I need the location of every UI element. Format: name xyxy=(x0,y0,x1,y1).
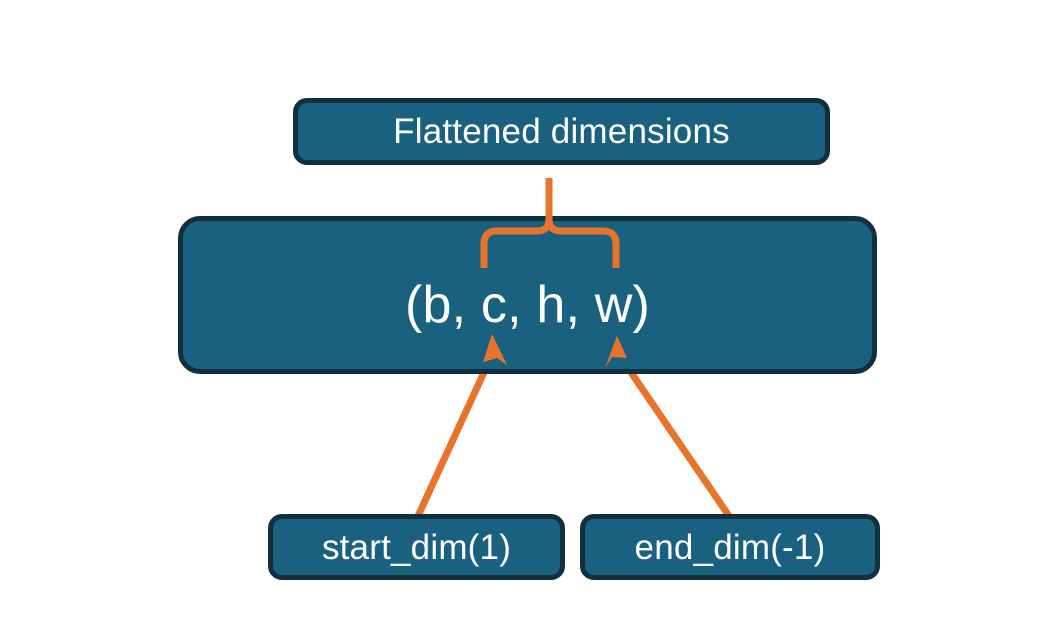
start-dim-box: start_dim(1) xyxy=(268,514,565,580)
flattened-dimensions-box: Flattened dimensions xyxy=(293,98,830,165)
end-dim-box: end_dim(-1) xyxy=(580,514,880,580)
end-dim-label: end_dim(-1) xyxy=(634,527,826,567)
tensor-shape-box: (b, c, h, w) xyxy=(178,216,877,374)
tensor-shape-label: (b, c, h, w) xyxy=(404,276,651,334)
start-dim-label: start_dim(1) xyxy=(321,527,512,567)
flattened-dimensions-label: Flattened dimensions xyxy=(393,112,730,151)
